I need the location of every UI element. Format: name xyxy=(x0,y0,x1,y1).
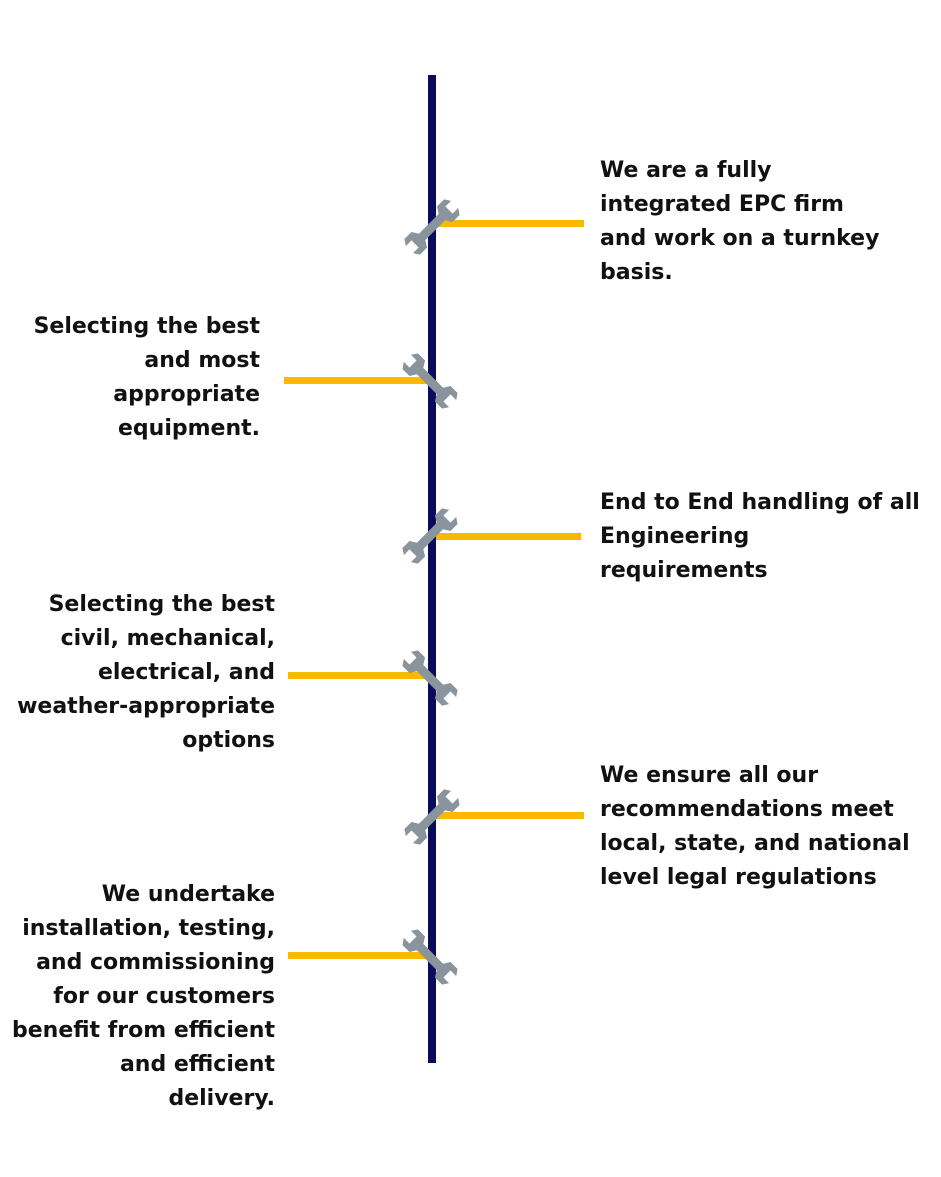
connector-5 xyxy=(436,812,584,819)
connector-3 xyxy=(436,533,581,540)
connector-4 xyxy=(288,672,428,679)
timeline-item-3-text: End to End handling of all Engineering r… xyxy=(600,490,920,583)
wrench-icon xyxy=(396,923,464,991)
wrench-icon xyxy=(398,783,466,851)
wrench-icon xyxy=(396,347,464,415)
wrench-icon xyxy=(396,502,464,570)
timeline-item-5-text: We ensure all our recommendations meet l… xyxy=(600,763,910,890)
connector-6 xyxy=(288,952,428,959)
connector-1 xyxy=(436,220,584,227)
connector-2 xyxy=(284,377,428,384)
wrench-icon xyxy=(396,644,464,712)
timeline-axis xyxy=(428,75,436,1063)
timeline-item-2-text: Selecting the best and most appropriate … xyxy=(33,314,260,441)
wrench-icon xyxy=(398,193,466,261)
timeline-item-4-text: Selecting the best civil, mechanical, el… xyxy=(17,592,275,753)
timeline-item-1-text: We are a fully integrated EPC firm and w… xyxy=(600,158,880,285)
timeline-item-6-text: We undertake installation, testing, and … xyxy=(12,882,275,1111)
